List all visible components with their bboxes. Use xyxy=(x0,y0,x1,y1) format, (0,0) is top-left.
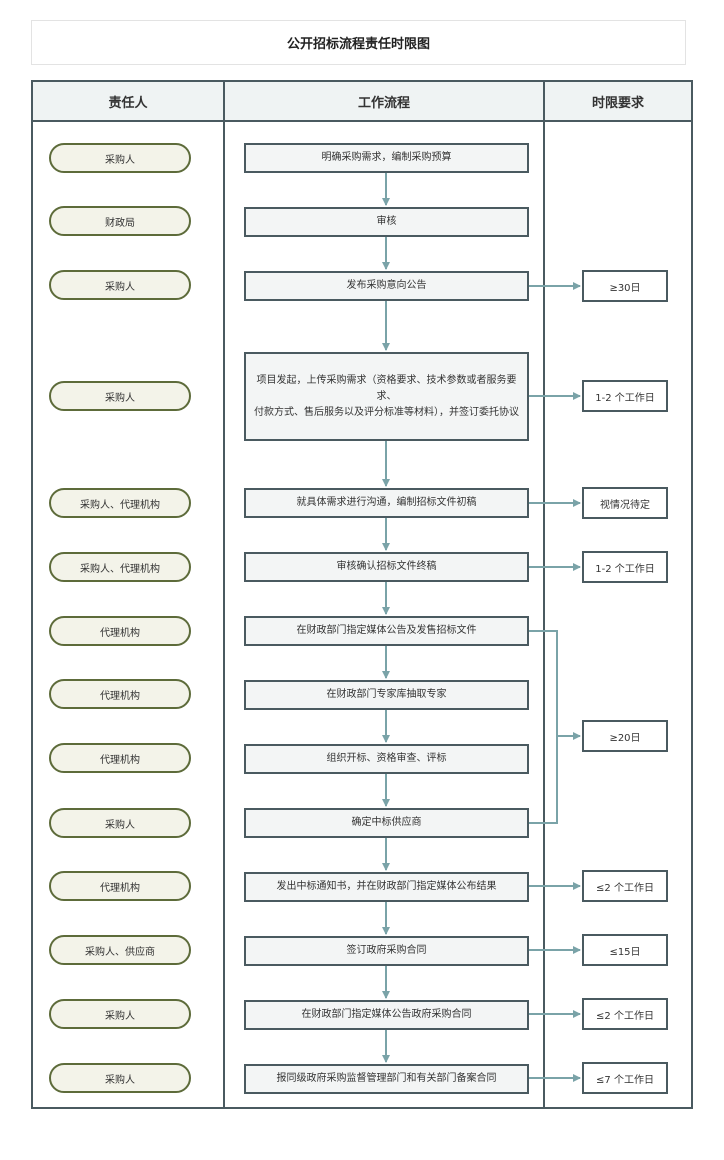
time-limit-box: ≥20日 xyxy=(582,720,668,752)
responsible-pill: 采购人 xyxy=(49,808,191,838)
column-divider-1 xyxy=(223,82,225,1107)
header-divider xyxy=(33,120,691,122)
diagram-title: 公开招标流程责任时限图 xyxy=(31,20,686,65)
responsible-pill: 采购人 xyxy=(49,270,191,300)
responsible-pill: 采购人 xyxy=(49,1063,191,1093)
time-limit-box: ≤7 个工作日 xyxy=(582,1062,668,1094)
responsible-pill: 采购人 xyxy=(49,381,191,411)
responsible-pill: 采购人、代理机构 xyxy=(49,488,191,518)
responsible-pill: 代理机构 xyxy=(49,743,191,773)
process-step-line: 付款方式、售后服务以及评分标准等材料），并签订委托协议 xyxy=(254,406,519,418)
process-step: 在财政部门指定媒体公告政府采购合同 xyxy=(244,1000,529,1030)
process-step: 组织开标、资格审查、评标 xyxy=(244,744,529,774)
time-limit-box: ≤15日 xyxy=(582,934,668,966)
process-step: 在财政部门专家库抽取专家 xyxy=(244,680,529,710)
header-process: 工作流程 xyxy=(225,82,543,120)
column-divider-2 xyxy=(543,82,545,1107)
time-limit-box: ≤2 个工作日 xyxy=(582,998,668,1030)
bracket-line xyxy=(529,736,558,824)
time-limit-box: ≤2 个工作日 xyxy=(582,870,668,902)
process-step: 确定中标供应商 xyxy=(244,808,529,838)
responsible-pill: 代理机构 xyxy=(49,871,191,901)
responsible-pill: 采购人、供应商 xyxy=(49,935,191,965)
time-limit-box: 1-2 个工作日 xyxy=(582,551,668,583)
time-limit-box: 视情况待定 xyxy=(582,487,668,519)
process-step: 签订政府采购合同 xyxy=(244,936,529,966)
header-responsible: 责任人 xyxy=(33,82,223,120)
responsible-pill: 采购人 xyxy=(49,999,191,1029)
bracket-arrow xyxy=(529,630,581,740)
process-step: 就具体需求进行沟通，编制招标文件初稿 xyxy=(244,488,529,518)
process-step: 发布采购意向公告 xyxy=(244,271,529,301)
process-step: 发出中标通知书，并在财政部门指定媒体公布结果 xyxy=(244,872,529,902)
time-limit-box: ≥30日 xyxy=(582,270,668,302)
responsible-pill: 采购人、代理机构 xyxy=(49,552,191,582)
process-step: 项目发起，上传采购需求（资格要求、技术参数或者服务要求、 付款方式、售后服务以及… xyxy=(244,352,529,441)
process-step: 报同级政府采购监督管理部门和有关部门备案合同 xyxy=(244,1064,529,1094)
header-time-limit: 时限要求 xyxy=(545,82,691,120)
process-step: 明确采购需求，编制采购预算 xyxy=(244,143,529,173)
table-frame xyxy=(31,80,693,1109)
responsible-pill: 财政局 xyxy=(49,206,191,236)
time-limit-box: 1-2 个工作日 xyxy=(582,380,668,412)
process-step-line: 项目发起，上传采购需求（资格要求、技术参数或者服务要求、 xyxy=(256,374,517,402)
responsible-pill: 代理机构 xyxy=(49,616,191,646)
responsible-pill: 采购人 xyxy=(49,143,191,173)
process-step: 在财政部门指定媒体公告及发售招标文件 xyxy=(244,616,529,646)
responsible-pill: 代理机构 xyxy=(49,679,191,709)
process-step: 审核 xyxy=(244,207,529,237)
process-step: 审核确认招标文件终稿 xyxy=(244,552,529,582)
